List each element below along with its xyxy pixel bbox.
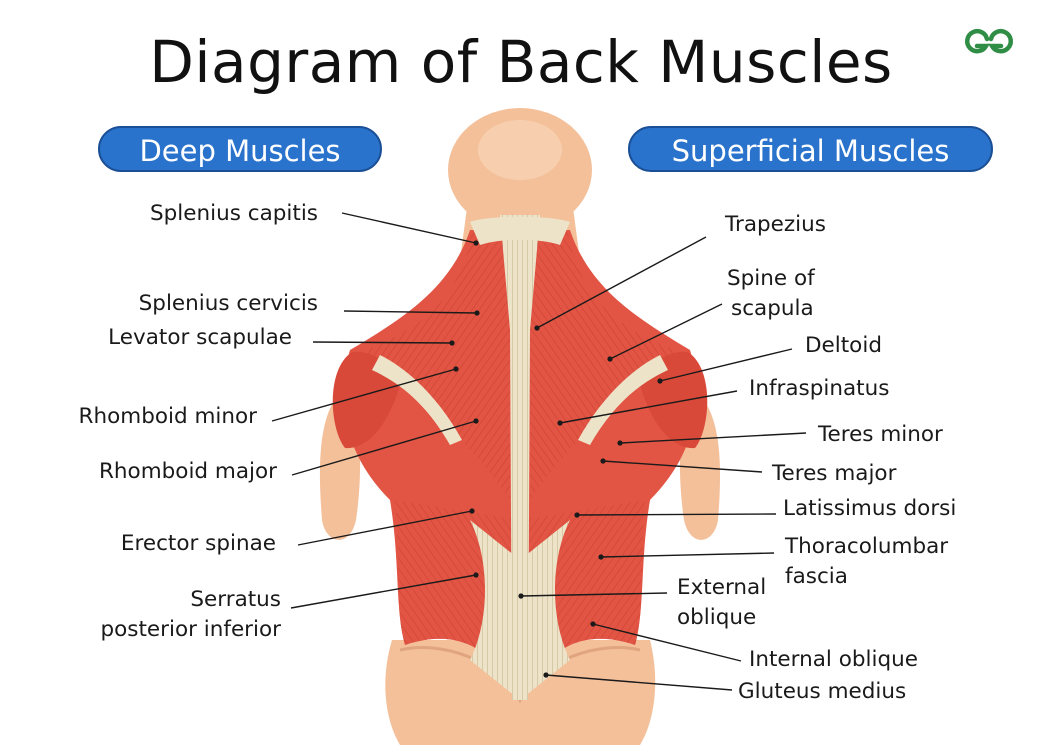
- superficial-muscle-labels: Trapezius Spine of scapula Deltoid Infra…: [677, 212, 956, 704]
- label-internal-oblique: Internal oblique: [749, 647, 918, 672]
- deep-muscles-header: Deep Muscles: [98, 126, 382, 172]
- muscle-layer: [332, 215, 708, 700]
- label-infraspinatus: Infraspinatus: [749, 376, 889, 401]
- deep-muscle-labels: Splenius capitis Splenius cervicis Levat…: [79, 201, 318, 642]
- label-teres-minor: Teres minor: [817, 422, 943, 447]
- label-external-oblique-line1: External: [677, 575, 766, 600]
- label-erector-spinae: Erector spinae: [121, 531, 276, 556]
- label-deltoid: Deltoid: [805, 333, 882, 358]
- label-splenius-cervicis: Splenius cervicis: [139, 291, 318, 316]
- superficial-muscles-header: Superficial Muscles: [628, 126, 993, 172]
- label-gluteus-medius: Gluteus medius: [738, 679, 906, 704]
- label-serratus-line2: posterior inferior: [100, 617, 281, 642]
- geeksforgeeks-logo: [965, 28, 1013, 54]
- label-rhomboid-major: Rhomboid major: [99, 459, 277, 484]
- label-external-oblique-line2: oblique: [677, 605, 756, 630]
- label-latissimus-dorsi: Latissimus dorsi: [783, 496, 956, 521]
- label-rhomboid-minor: Rhomboid minor: [79, 404, 258, 429]
- label-spine-of-scapula-line2: scapula: [731, 296, 814, 321]
- label-splenius-capitis: Splenius capitis: [150, 201, 318, 226]
- label-thoracolumbar-line2: fascia: [785, 564, 848, 589]
- diagram-title: Diagram of Back Muscles: [149, 28, 893, 96]
- label-serratus-line1: Serratus: [190, 587, 281, 612]
- label-teres-major: Teres major: [771, 461, 897, 486]
- label-levator-scapulae: Levator scapulae: [108, 325, 292, 350]
- leader-lines: [271, 212, 807, 691]
- label-trapezius: Trapezius: [724, 212, 826, 237]
- label-spine-of-scapula-line1: Spine of: [727, 266, 815, 291]
- label-thoracolumbar-line1: Thoracolumbar: [784, 534, 948, 559]
